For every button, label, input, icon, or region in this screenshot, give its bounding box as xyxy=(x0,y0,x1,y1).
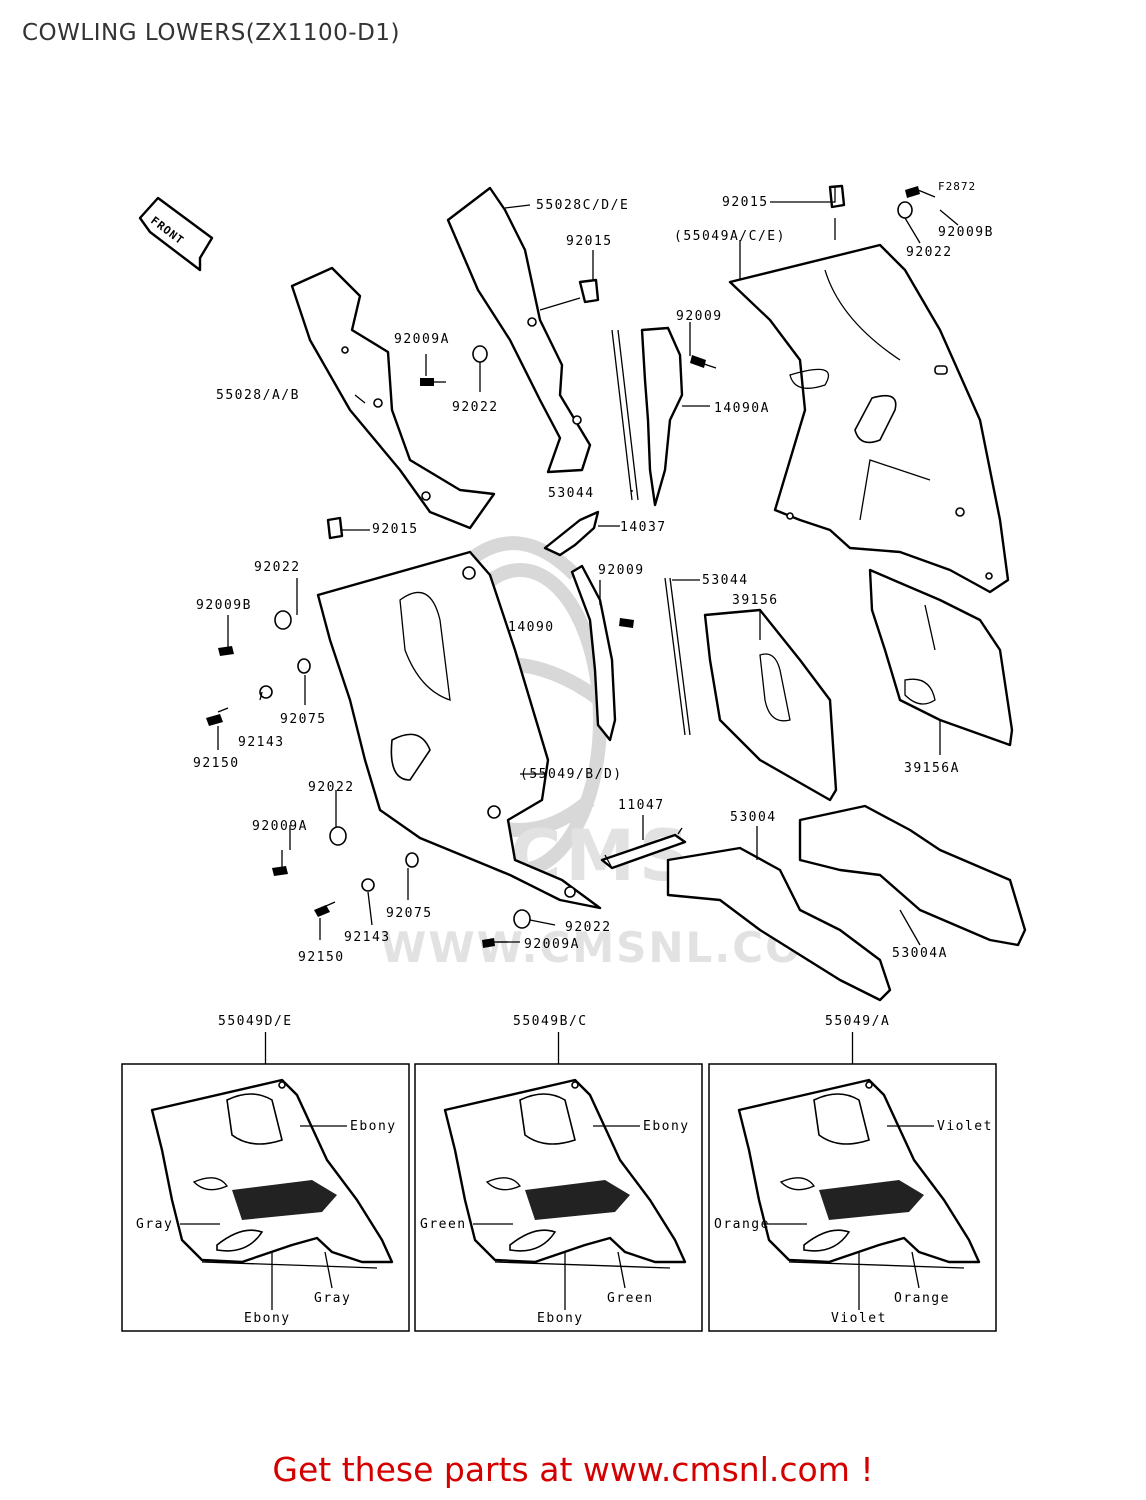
variant-leader-lines xyxy=(180,1125,378,1310)
variant-cowl-shape xyxy=(737,1078,981,1264)
callout-92022-d: 92022 xyxy=(565,920,612,935)
leader-lines xyxy=(217,186,959,946)
variant-color-bottom: Ebony xyxy=(244,1311,291,1326)
callout-92009A-a: 92009A xyxy=(394,332,450,347)
variant-lower-vent-shape xyxy=(216,1229,264,1252)
page-title: COWLING LOWERS(ZX1100-D1) xyxy=(22,20,400,46)
inner-cowl-left-part xyxy=(290,266,496,530)
variant-color-lower-right: Orange xyxy=(894,1291,950,1306)
callout-53004: 53004 xyxy=(730,810,777,825)
variant-part-number: 55049D/E xyxy=(218,1014,293,1029)
hardware xyxy=(206,184,936,948)
callout-92009B-tr: 92009B xyxy=(938,225,994,240)
variant-lower-vent-shape xyxy=(509,1229,557,1252)
variant-zzr-logo-icon xyxy=(819,1180,924,1220)
callout-92015-b: 92015 xyxy=(722,195,769,210)
lower-cowl-part xyxy=(316,550,602,910)
callout-14090: 14090 xyxy=(508,620,555,635)
variant-cowl-shape xyxy=(150,1078,394,1264)
variant-intake-shape xyxy=(226,1093,283,1145)
callout-92009B-l: 92009B xyxy=(196,598,252,613)
variant-color-bottom: Ebony xyxy=(537,1311,584,1326)
callout-92150-a: 92150 xyxy=(193,756,240,771)
callout-92009-b: 92009 xyxy=(598,563,645,578)
callout-53004A: 53004A xyxy=(892,946,948,961)
front-arrow-icon: FRONT xyxy=(138,196,214,272)
callout-92143-a: 92143 xyxy=(238,735,285,750)
variant-part-number: 55049/A xyxy=(825,1014,890,1029)
variant-leader-lines xyxy=(767,1125,965,1310)
variant-zzr-logo-icon xyxy=(525,1180,630,1220)
color-variants: 55049D/EEbonyGrayGrayEbony55049B/CEbonyG… xyxy=(121,1014,997,1332)
callout-92022-b: 92022 xyxy=(254,560,301,575)
callout-55028AB: 55028/A/B xyxy=(216,388,300,403)
variant-intake-shape xyxy=(519,1093,576,1145)
variant-zzr-logo-icon xyxy=(232,1180,337,1220)
callout-55049BD: (55049/B/D) xyxy=(520,767,623,782)
callout-92009-tr: 92009 xyxy=(676,309,723,324)
variant-lower-vent-shape xyxy=(803,1229,851,1252)
callout-labels: 55028C/D/E 92015 92015 (55049A/C/E) 9200… xyxy=(193,195,994,965)
callout-53044-b: 53044 xyxy=(702,573,749,588)
callout-14090A: 14090A xyxy=(714,401,770,416)
seal-53004-part xyxy=(666,846,892,1002)
variant-color-lower-right: Green xyxy=(607,1291,654,1306)
variant-leader-lines xyxy=(473,1125,671,1310)
variant-color-bottom: Violet xyxy=(831,1311,887,1326)
callout-92075-a: 92075 xyxy=(280,712,327,727)
variant-cowl-shape xyxy=(443,1078,687,1264)
variant-hole xyxy=(865,1081,873,1089)
rail-53044-upper xyxy=(611,329,639,501)
variant-color-upper: Ebony xyxy=(643,1119,690,1134)
variant-color-side: Green xyxy=(420,1217,467,1232)
rail-53044-lower xyxy=(664,577,691,736)
callout-39156: 39156 xyxy=(732,593,779,608)
callout-92009A-b: 92009A xyxy=(252,819,308,834)
bracket-14037-part xyxy=(543,510,600,557)
callout-92015-c: 92015 xyxy=(372,522,419,537)
variant-hole xyxy=(278,1081,286,1089)
callout-53044-a: 53044 xyxy=(548,486,595,501)
callout-92022-tr: 92022 xyxy=(906,245,953,260)
variant-hole xyxy=(571,1081,579,1089)
figure-code: F2872 xyxy=(938,180,976,193)
callout-92022-a: 92022 xyxy=(452,400,499,415)
callout-92022-c: 92022 xyxy=(308,780,355,795)
variant-color-side: Gray xyxy=(136,1217,173,1232)
callout-55049ACE: (55049A/C/E) xyxy=(674,229,786,244)
variant-color-lower-right: Gray xyxy=(314,1291,351,1306)
callout-92150-b: 92150 xyxy=(298,950,345,965)
callout-92075-b: 92075 xyxy=(386,906,433,921)
cta-banner[interactable]: Get these parts at www.cmsnl.com ! xyxy=(272,1450,874,1489)
callout-39156A: 39156A xyxy=(904,761,960,776)
bracket-14090A-part xyxy=(640,326,684,507)
variant-color-side: Orange xyxy=(714,1217,770,1232)
variant-vent-shape xyxy=(779,1177,815,1191)
callout-92009A-c: 92009A xyxy=(524,937,580,952)
variant-color-upper: Violet xyxy=(937,1119,993,1134)
panel-39156-part xyxy=(703,608,838,802)
callout-14037: 14037 xyxy=(620,520,667,535)
callout-11047: 11047 xyxy=(618,798,665,813)
seal-53004A-part xyxy=(798,804,1027,947)
outer-cowl-right-part xyxy=(728,243,1010,594)
variant-color-upper: Ebony xyxy=(350,1119,397,1134)
callout-92015-a: 92015 xyxy=(566,234,613,249)
bracket-14090-part xyxy=(570,564,617,742)
variant-part-number: 55049B/C xyxy=(513,1014,588,1029)
variant-intake-shape xyxy=(813,1093,870,1145)
callout-55028CDE: 55028C/D/E xyxy=(536,198,629,213)
callout-92143-b: 92143 xyxy=(344,930,391,945)
grommet-strip-11047-part xyxy=(600,827,687,870)
panel-39156A-part xyxy=(868,568,1014,747)
inner-cowl-right-part xyxy=(446,186,592,474)
variant-vent-shape xyxy=(192,1177,228,1191)
variant-vent-shape xyxy=(485,1177,521,1191)
